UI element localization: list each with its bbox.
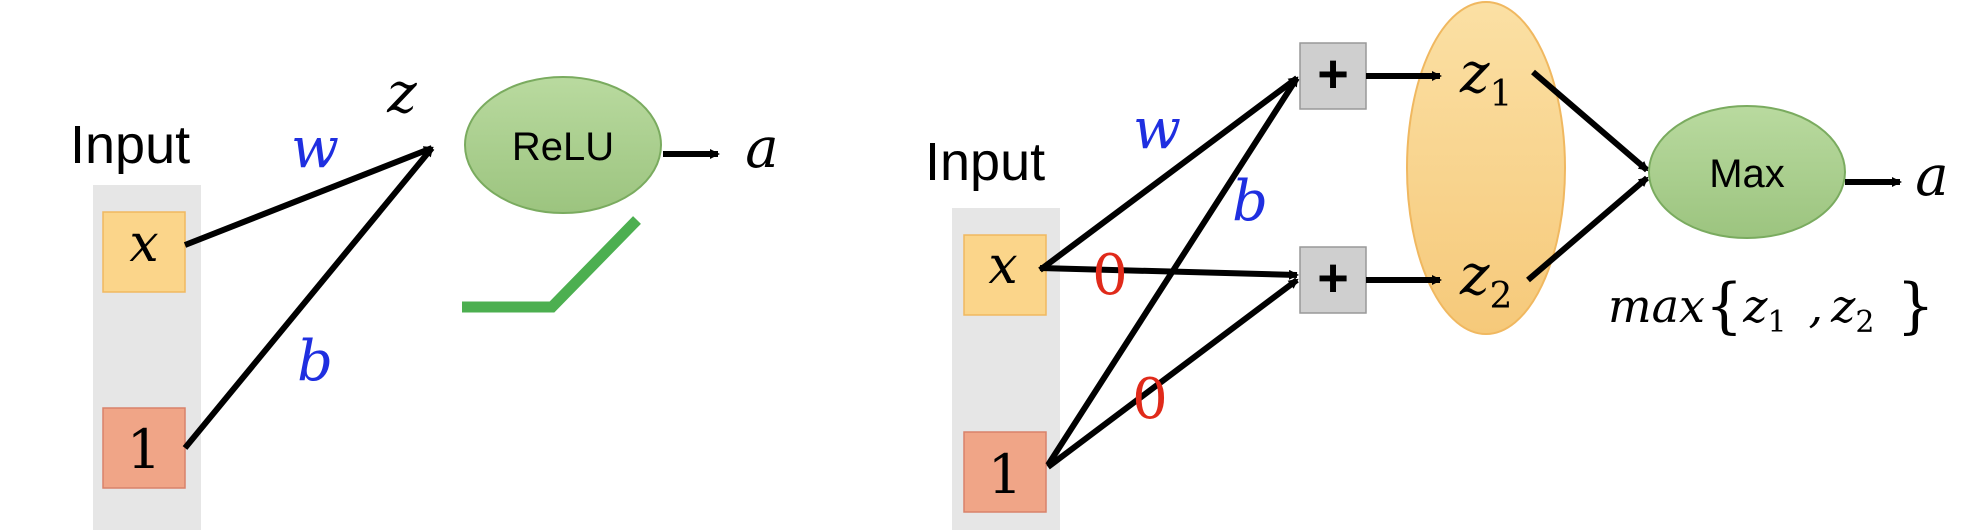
right-bias-b: b bbox=[1232, 169, 1268, 234]
plus-bottom-icon: + bbox=[1317, 248, 1349, 308]
max-label: Max bbox=[1709, 152, 1785, 196]
right-diagram: Input x 1 w b 0 0 + + z1 z2 Max a max{z1… bbox=[925, 1, 1949, 530]
right-zero-bottom: 0 bbox=[1132, 367, 1168, 432]
left-bias-b: b bbox=[297, 329, 333, 394]
left-input-label: Input bbox=[70, 115, 190, 175]
left-edge-one-to-relu bbox=[182, 146, 435, 450]
left-diagram: Input x 1 w b z ReLU a bbox=[70, 61, 779, 530]
right-edge-x-to-plus-bottom bbox=[1039, 265, 1299, 280]
z-group-ellipse bbox=[1406, 1, 1566, 335]
right-input-x: x bbox=[988, 236, 1017, 296]
left-z-label: z bbox=[386, 61, 417, 126]
plus-top-icon: + bbox=[1317, 44, 1349, 104]
right-input-x-box bbox=[963, 234, 1047, 316]
plus-bottom-box bbox=[1299, 246, 1367, 314]
right-zero-top: 0 bbox=[1092, 243, 1128, 308]
max-node bbox=[1648, 105, 1846, 239]
z1-to-max-arrow bbox=[1531, 69, 1649, 173]
right-input-one-box bbox=[963, 431, 1047, 513]
relu-curve-icon bbox=[462, 216, 641, 313]
left-relu-label: ReLU bbox=[512, 125, 614, 169]
left-input-x-box bbox=[102, 211, 186, 293]
right-output-a: a bbox=[1915, 144, 1948, 209]
left-input-x: x bbox=[129, 214, 158, 274]
right-edge-one-to-plus-bottom bbox=[1046, 277, 1299, 470]
left-input-one: 1 bbox=[127, 418, 161, 481]
z1-label: z1 bbox=[1459, 41, 1512, 115]
right-edge-x-to-plus-top bbox=[1038, 75, 1299, 273]
right-input-label: Input bbox=[925, 132, 1045, 192]
left-output-a: a bbox=[745, 116, 778, 181]
max-formula: max{z1,z2} bbox=[1608, 271, 1935, 341]
left-weight-w: w bbox=[291, 116, 339, 181]
left-relu-node bbox=[464, 76, 662, 214]
left-input-one-box bbox=[102, 407, 186, 489]
left-edge-x-to-relu bbox=[183, 145, 434, 248]
right-edge-one-to-plus-top bbox=[1045, 76, 1300, 467]
z2-to-max-arrow bbox=[1526, 175, 1649, 283]
right-weight-w: w bbox=[1133, 97, 1181, 162]
z2-label: z2 bbox=[1459, 243, 1512, 317]
right-input-one: 1 bbox=[988, 443, 1022, 506]
